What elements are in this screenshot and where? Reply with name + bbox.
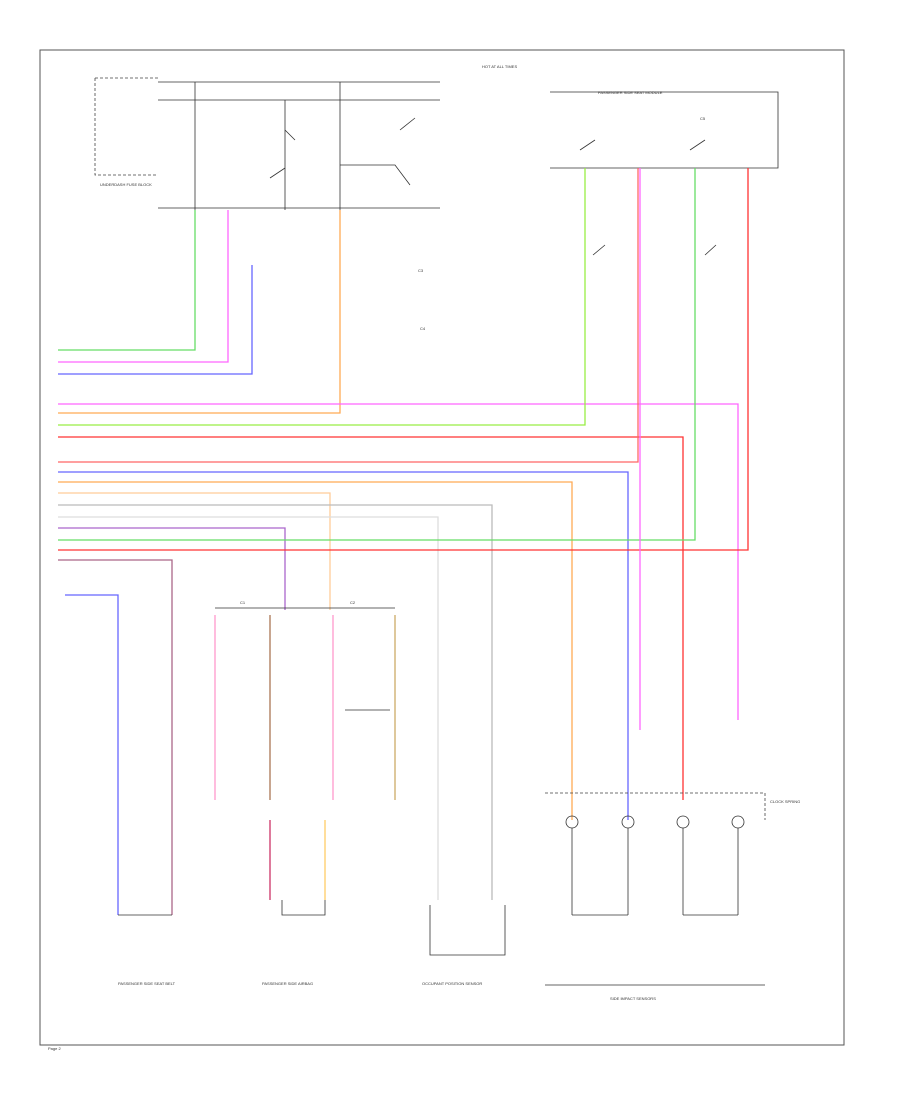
connector-label-5: C5	[700, 116, 706, 121]
bottom-label-1: PASSENGER SIDE SEAT BELT	[118, 981, 176, 986]
side-impact-sensors: CLOCK SPRING	[545, 792, 800, 986]
connector-label-3: C3	[418, 268, 424, 273]
diagram-frame	[39, 49, 845, 1046]
bottom-label-3: OCCUPANT POSITION SENSOR	[422, 981, 482, 986]
connector-label-4: C4	[420, 326, 426, 331]
hot-at-all-times-label: HOT AT ALL TIMES	[482, 64, 517, 69]
connector-label-2: C2	[350, 600, 356, 605]
clock-spring-label: CLOCK SPRING	[770, 799, 800, 804]
bottom-components	[118, 905, 506, 956]
right-module-label: PASSENGER SIDE SEAT MODULE	[598, 90, 663, 95]
passenger-seat-module: PASSENGER SIDE SEAT MODULE	[550, 90, 779, 256]
bottom-label-2: PASSENGER SIDE AIRBAG	[262, 981, 313, 986]
wire-harness	[58, 168, 749, 915]
connector-label-1: C1	[240, 600, 246, 605]
bottom-label-4: SIDE IMPACT SENSORS	[610, 996, 656, 1001]
page-label: Page 2	[48, 1046, 61, 1051]
fuse-block-top-left: UNDERDASH FUSE BLOCK HOT AT ALL TIMES	[94, 64, 517, 210]
sensor-terminal-3	[676, 815, 690, 829]
underdash-label: UNDERDASH FUSE BLOCK	[100, 182, 152, 187]
airbag-module-block	[214, 607, 396, 916]
sensor-terminal-4	[731, 815, 745, 829]
connector-labels: C1 C2 C3 C4 C5	[240, 116, 706, 605]
bottom-labels: PASSENGER SIDE SEAT BELT PASSENGER SIDE …	[118, 981, 656, 1001]
